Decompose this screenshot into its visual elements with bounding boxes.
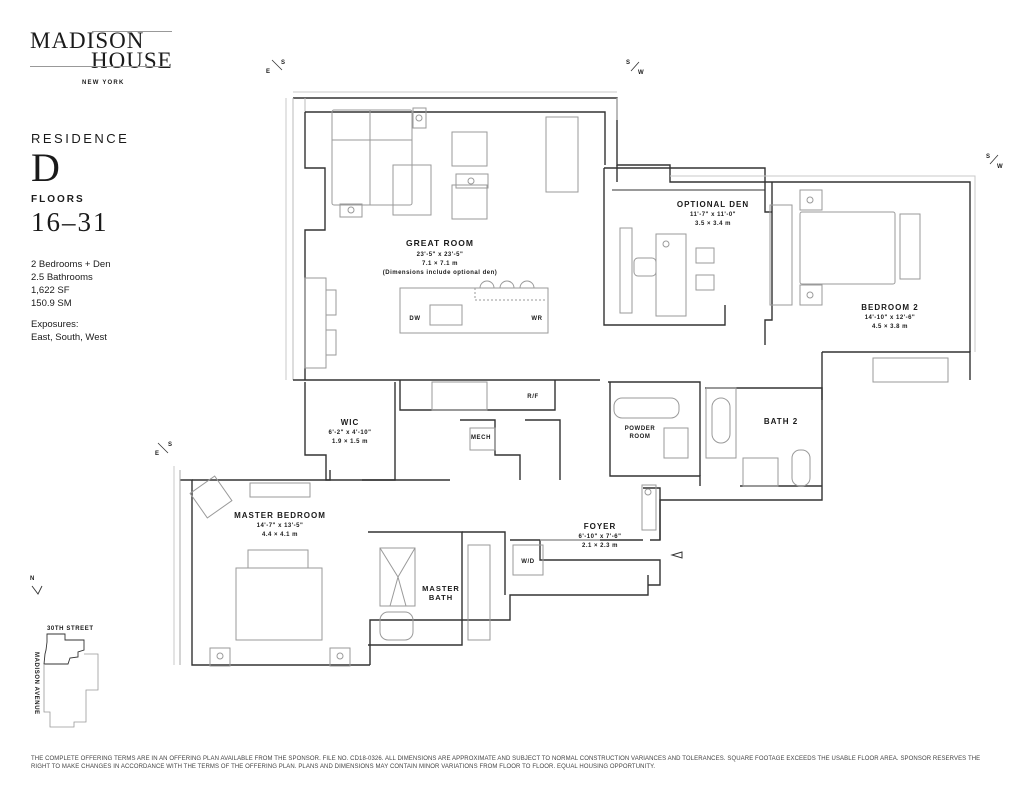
- washer-dryer-label: W/D: [521, 559, 535, 565]
- room-bath-2: BATH 2: [764, 417, 798, 426]
- svg-text:BATH 2: BATH 2: [764, 417, 798, 426]
- svg-text:6'-2" x 4'-10": 6'-2" x 4'-10": [329, 430, 372, 436]
- svg-text:POWDER: POWDER: [625, 426, 656, 432]
- svg-text:MASTER BEDROOM: MASTER BEDROOM: [234, 511, 326, 520]
- room-powder-room: POWDER ROOM: [625, 426, 656, 440]
- svg-text:MASTER: MASTER: [422, 584, 460, 593]
- armchair: [451, 184, 488, 220]
- logo-rule-bottom: [30, 66, 170, 67]
- armchair: [451, 131, 488, 167]
- street-label: 30TH STREET: [47, 626, 94, 632]
- svg-text:1.9 × 1.5 m: 1.9 × 1.5 m: [332, 439, 368, 445]
- svg-text:S: S: [168, 442, 173, 448]
- logo-line-1: MADISON: [30, 28, 145, 53]
- spec-bedrooms: 2 Bedrooms + Den: [31, 259, 111, 270]
- residence-letter: D: [31, 145, 60, 190]
- room-master-bath: MASTER BATH: [422, 584, 460, 602]
- svg-text:14'-10" x 12'-6": 14'-10" x 12'-6": [865, 315, 916, 321]
- bathtub: [705, 387, 737, 459]
- spec-bathrooms: 2.5 Bathrooms: [31, 272, 93, 283]
- room-optional-den: OPTIONAL DEN 11'-7" x 11'-0" 3.5 × 3.4 m: [677, 200, 749, 227]
- svg-text:BEDROOM 2: BEDROOM 2: [861, 303, 918, 312]
- sideboard: [304, 277, 327, 369]
- svg-text:E: E: [155, 451, 160, 457]
- shower: [379, 547, 416, 607]
- exposures: Exposures: East, South, West: [31, 318, 161, 344]
- svg-text:S: S: [986, 154, 991, 160]
- residence-specs: 2 Bedrooms + Den 2.5 Bathrooms 1,622 SF …: [31, 258, 161, 310]
- svg-text:14'-7" x 13'-5": 14'-7" x 13'-5": [257, 523, 304, 529]
- svg-text:23'-5" x 23'-5": 23'-5" x 23'-5": [417, 252, 464, 258]
- wine-refrigerator-label: WR: [531, 316, 542, 322]
- spec-square-feet: 1,622 SF: [31, 285, 70, 296]
- compass-marker-east-south-2: E S: [155, 442, 173, 457]
- room-great-room: GREAT ROOM 23'-5" x 23'-5" 7.1 × 7.1 m (…: [383, 238, 498, 276]
- refrigerator-label: R/F: [527, 394, 538, 400]
- svg-text:ROOM: ROOM: [629, 434, 650, 440]
- svg-text:OPTIONAL DEN: OPTIONAL DEN: [677, 200, 749, 209]
- svg-text:S: S: [626, 60, 631, 66]
- desk: [655, 233, 687, 317]
- svg-text:6'-10" x 7'-6": 6'-10" x 7'-6": [579, 534, 622, 540]
- building-footprint-highlight: [43, 633, 85, 665]
- console: [545, 116, 579, 193]
- svg-text:S: S: [281, 60, 286, 66]
- room-foyer: FOYER 6'-10" x 7'-6" 2.1 × 2.3 m: [579, 522, 622, 549]
- svg-text:W: W: [638, 70, 644, 76]
- master-bed: [235, 567, 323, 641]
- residence-info: RESIDENCE D FLOORS 16–31 2 Bedrooms + De…: [31, 131, 161, 344]
- svg-text:4.5 × 3.8 m: 4.5 × 3.8 m: [872, 324, 908, 330]
- logo-location: NEW YORK: [82, 80, 125, 86]
- svg-text:11'-7" x 11'-0": 11'-7" x 11'-0": [690, 212, 736, 218]
- room-wic: WIC 6'-2" x 4'-10" 1.9 × 1.5 m: [329, 418, 372, 445]
- compass-marker-south-west-2: S W: [986, 154, 1003, 170]
- svg-text:4.4 × 4.1 m: 4.4 × 4.1 m: [262, 532, 298, 538]
- logo-rule-top: [92, 31, 172, 32]
- legal-disclaimer: THE COMPLETE OFFERING TERMS ARE IN AN OF…: [31, 756, 981, 770]
- exterior-wall-north: [293, 97, 971, 352]
- svg-text:BATH: BATH: [429, 593, 453, 602]
- kitchen-island: [399, 287, 549, 334]
- svg-text:FOYER: FOYER: [584, 522, 617, 531]
- svg-text:3.5 × 3.4 m: 3.5 × 3.4 m: [695, 221, 731, 227]
- cooktop: [431, 381, 488, 411]
- floors-value: 16–31: [31, 207, 109, 237]
- building-footprint: [43, 653, 99, 728]
- svg-text:W: W: [997, 164, 1003, 170]
- svg-text:E: E: [266, 69, 271, 75]
- double-vanity: [467, 544, 491, 641]
- entry-arrow-icon: [670, 551, 683, 559]
- compass-marker-east-south: E S: [266, 59, 286, 75]
- north-arrow-icon: [31, 585, 43, 595]
- compass-marker-south-west: S W: [626, 60, 644, 76]
- svg-text:GREAT ROOM: GREAT ROOM: [406, 238, 474, 248]
- room-bedroom-2: BEDROOM 2 14'-10" x 12'-6" 4.5 × 3.8 m: [861, 303, 918, 330]
- svg-text:(Dimensions include optional d: (Dimensions include optional den): [383, 270, 498, 276]
- mech-label: MECH: [471, 435, 491, 441]
- exposures-label: Exposures:: [31, 319, 79, 330]
- coffee-table: [392, 164, 432, 216]
- floors-label: FLOORS: [31, 194, 85, 205]
- room-master-bedroom: MASTER BEDROOM 14'-7" x 13'-5" 4.4 × 4.1…: [234, 511, 326, 538]
- north-label: N: [30, 576, 35, 582]
- brand-logo: MADISON HOUSE NEW YORK: [30, 28, 175, 98]
- logo-line-2: HOUSE: [91, 48, 173, 73]
- bed-2: [799, 211, 896, 285]
- svg-text:WIC: WIC: [341, 418, 360, 427]
- dishwasher-label: DW: [409, 316, 420, 322]
- svg-text:7.1 × 7.1 m: 7.1 × 7.1 m: [422, 261, 458, 267]
- spec-square-meters: 150.9 SM: [31, 298, 72, 309]
- sofa: [331, 109, 413, 206]
- svg-text:2.1 × 2.3 m: 2.1 × 2.3 m: [582, 543, 618, 549]
- key-map: N 30TH STREET MADISON AVENUE: [30, 576, 99, 728]
- avenue-label: MADISON AVENUE: [33, 652, 39, 715]
- exposures-value: East, South, West: [31, 332, 107, 343]
- residence-label: RESIDENCE: [31, 131, 130, 146]
